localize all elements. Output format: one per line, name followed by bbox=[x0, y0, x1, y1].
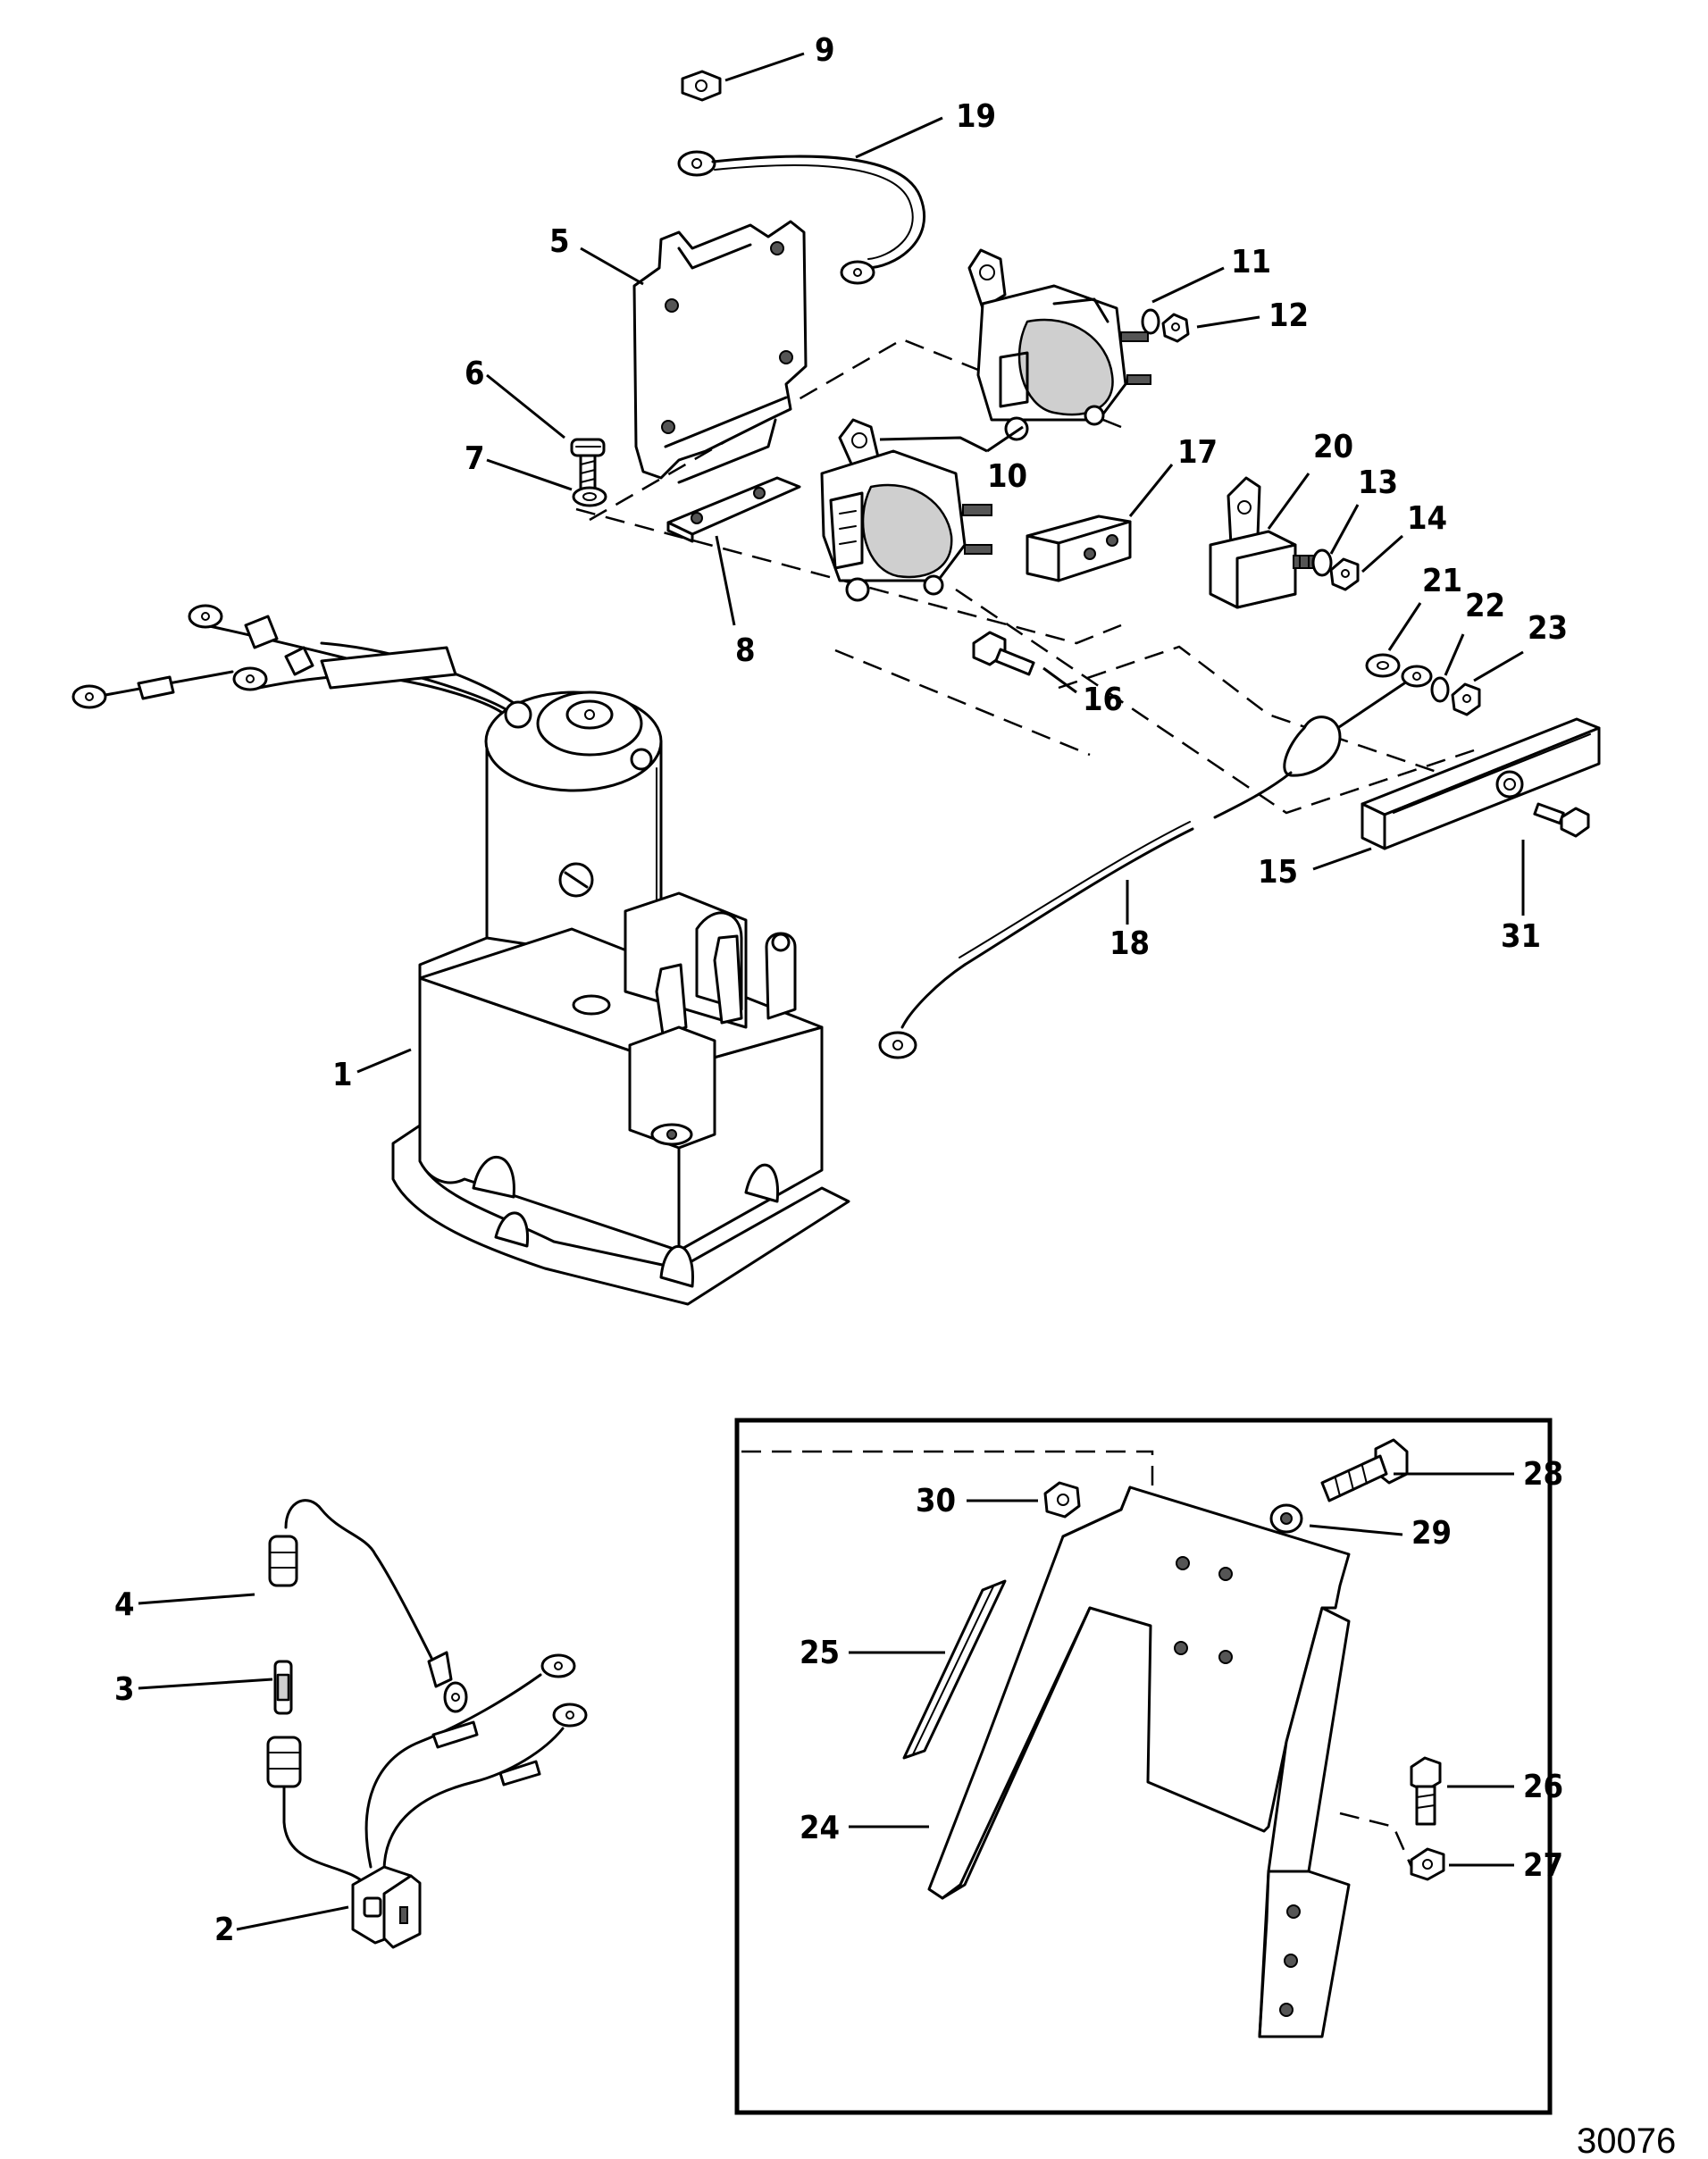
part-28-bolt bbox=[1320, 1438, 1409, 1502]
callout-22: 22 bbox=[1465, 588, 1505, 624]
callout-30: 30 bbox=[916, 1483, 956, 1519]
callout-11: 11 bbox=[1231, 244, 1271, 280]
callout-18: 18 bbox=[1109, 925, 1150, 962]
part-12-nut bbox=[1161, 313, 1190, 343]
callout-17: 17 bbox=[1177, 434, 1218, 471]
callout-24: 24 bbox=[800, 1810, 840, 1846]
callout-2: 2 bbox=[214, 1912, 235, 1948]
part-15-terminal-block bbox=[1361, 717, 1601, 850]
callout-6: 6 bbox=[465, 356, 485, 392]
part-1-pump-motor bbox=[71, 604, 850, 1306]
part-7-lockwasher bbox=[572, 486, 607, 507]
callout-26: 26 bbox=[1523, 1769, 1563, 1805]
part-19-ground-cable bbox=[677, 150, 926, 285]
part-10-solenoid-lower bbox=[820, 418, 992, 602]
callout-12: 12 bbox=[1268, 297, 1309, 334]
callout-28: 28 bbox=[1523, 1456, 1563, 1493]
figure-number: 30076 bbox=[1577, 2121, 1676, 2159]
callout-14: 14 bbox=[1407, 500, 1447, 537]
part-24-bracket bbox=[927, 1485, 1351, 2038]
callout-29: 29 bbox=[1411, 1515, 1452, 1552]
leader-lines bbox=[138, 52, 1525, 1931]
callout-7: 7 bbox=[465, 440, 485, 477]
part-27-nut bbox=[1410, 1847, 1445, 1881]
callout-1: 1 bbox=[332, 1057, 353, 1093]
part-6-screw bbox=[570, 438, 606, 493]
part-14-nut bbox=[1329, 557, 1360, 591]
callout-31: 31 bbox=[1501, 918, 1541, 955]
part-25-strip bbox=[902, 1579, 1007, 1760]
part-18-cable bbox=[878, 665, 1433, 1059]
callout-8: 8 bbox=[735, 632, 756, 669]
part-21-washer bbox=[1365, 653, 1401, 678]
bracket-kit-frame bbox=[734, 1418, 1553, 2115]
callout-labels: 9 19 5 6 7 8 10 11 12 17 20 13 14 21 22 … bbox=[114, 32, 1568, 1948]
callout-3: 3 bbox=[114, 1671, 135, 1708]
part-11-lockwasher bbox=[1141, 308, 1160, 335]
callout-15: 15 bbox=[1258, 854, 1298, 891]
part-31-screw bbox=[1533, 802, 1590, 838]
part-20-terminal-block bbox=[1209, 476, 1327, 609]
callout-23: 23 bbox=[1528, 610, 1568, 647]
callout-5: 5 bbox=[549, 223, 570, 260]
part-2-connector-harness bbox=[266, 1653, 588, 1949]
callout-27: 27 bbox=[1523, 1847, 1563, 1884]
callout-25: 25 bbox=[800, 1635, 840, 1671]
part-9-nut bbox=[681, 70, 722, 102]
part-30-nut bbox=[1043, 1481, 1081, 1519]
part-26-bolt bbox=[1410, 1756, 1442, 1826]
callout-4: 4 bbox=[114, 1586, 135, 1623]
part-13-lockwasher bbox=[1311, 548, 1333, 577]
part-4-fuse-cap bbox=[268, 1499, 468, 1713]
part-16-screw bbox=[972, 631, 1035, 676]
part-17-bus-bar bbox=[1026, 515, 1132, 582]
part-3-fuse bbox=[273, 1660, 293, 1715]
callout-9: 9 bbox=[815, 32, 835, 69]
callout-21: 21 bbox=[1422, 563, 1462, 599]
part-22-lockwasher bbox=[1430, 676, 1450, 703]
part-8-spacer bbox=[666, 476, 801, 543]
part-29-washer bbox=[1269, 1503, 1303, 1534]
part-23-nut bbox=[1451, 682, 1481, 716]
callout-16: 16 bbox=[1083, 682, 1123, 718]
callout-13: 13 bbox=[1358, 464, 1398, 501]
part-5-mounting-plate bbox=[632, 220, 808, 484]
part-10-solenoid-upper bbox=[967, 248, 1151, 441]
callout-10: 10 bbox=[987, 458, 1027, 495]
callout-20: 20 bbox=[1313, 429, 1353, 465]
callout-19: 19 bbox=[956, 98, 996, 135]
